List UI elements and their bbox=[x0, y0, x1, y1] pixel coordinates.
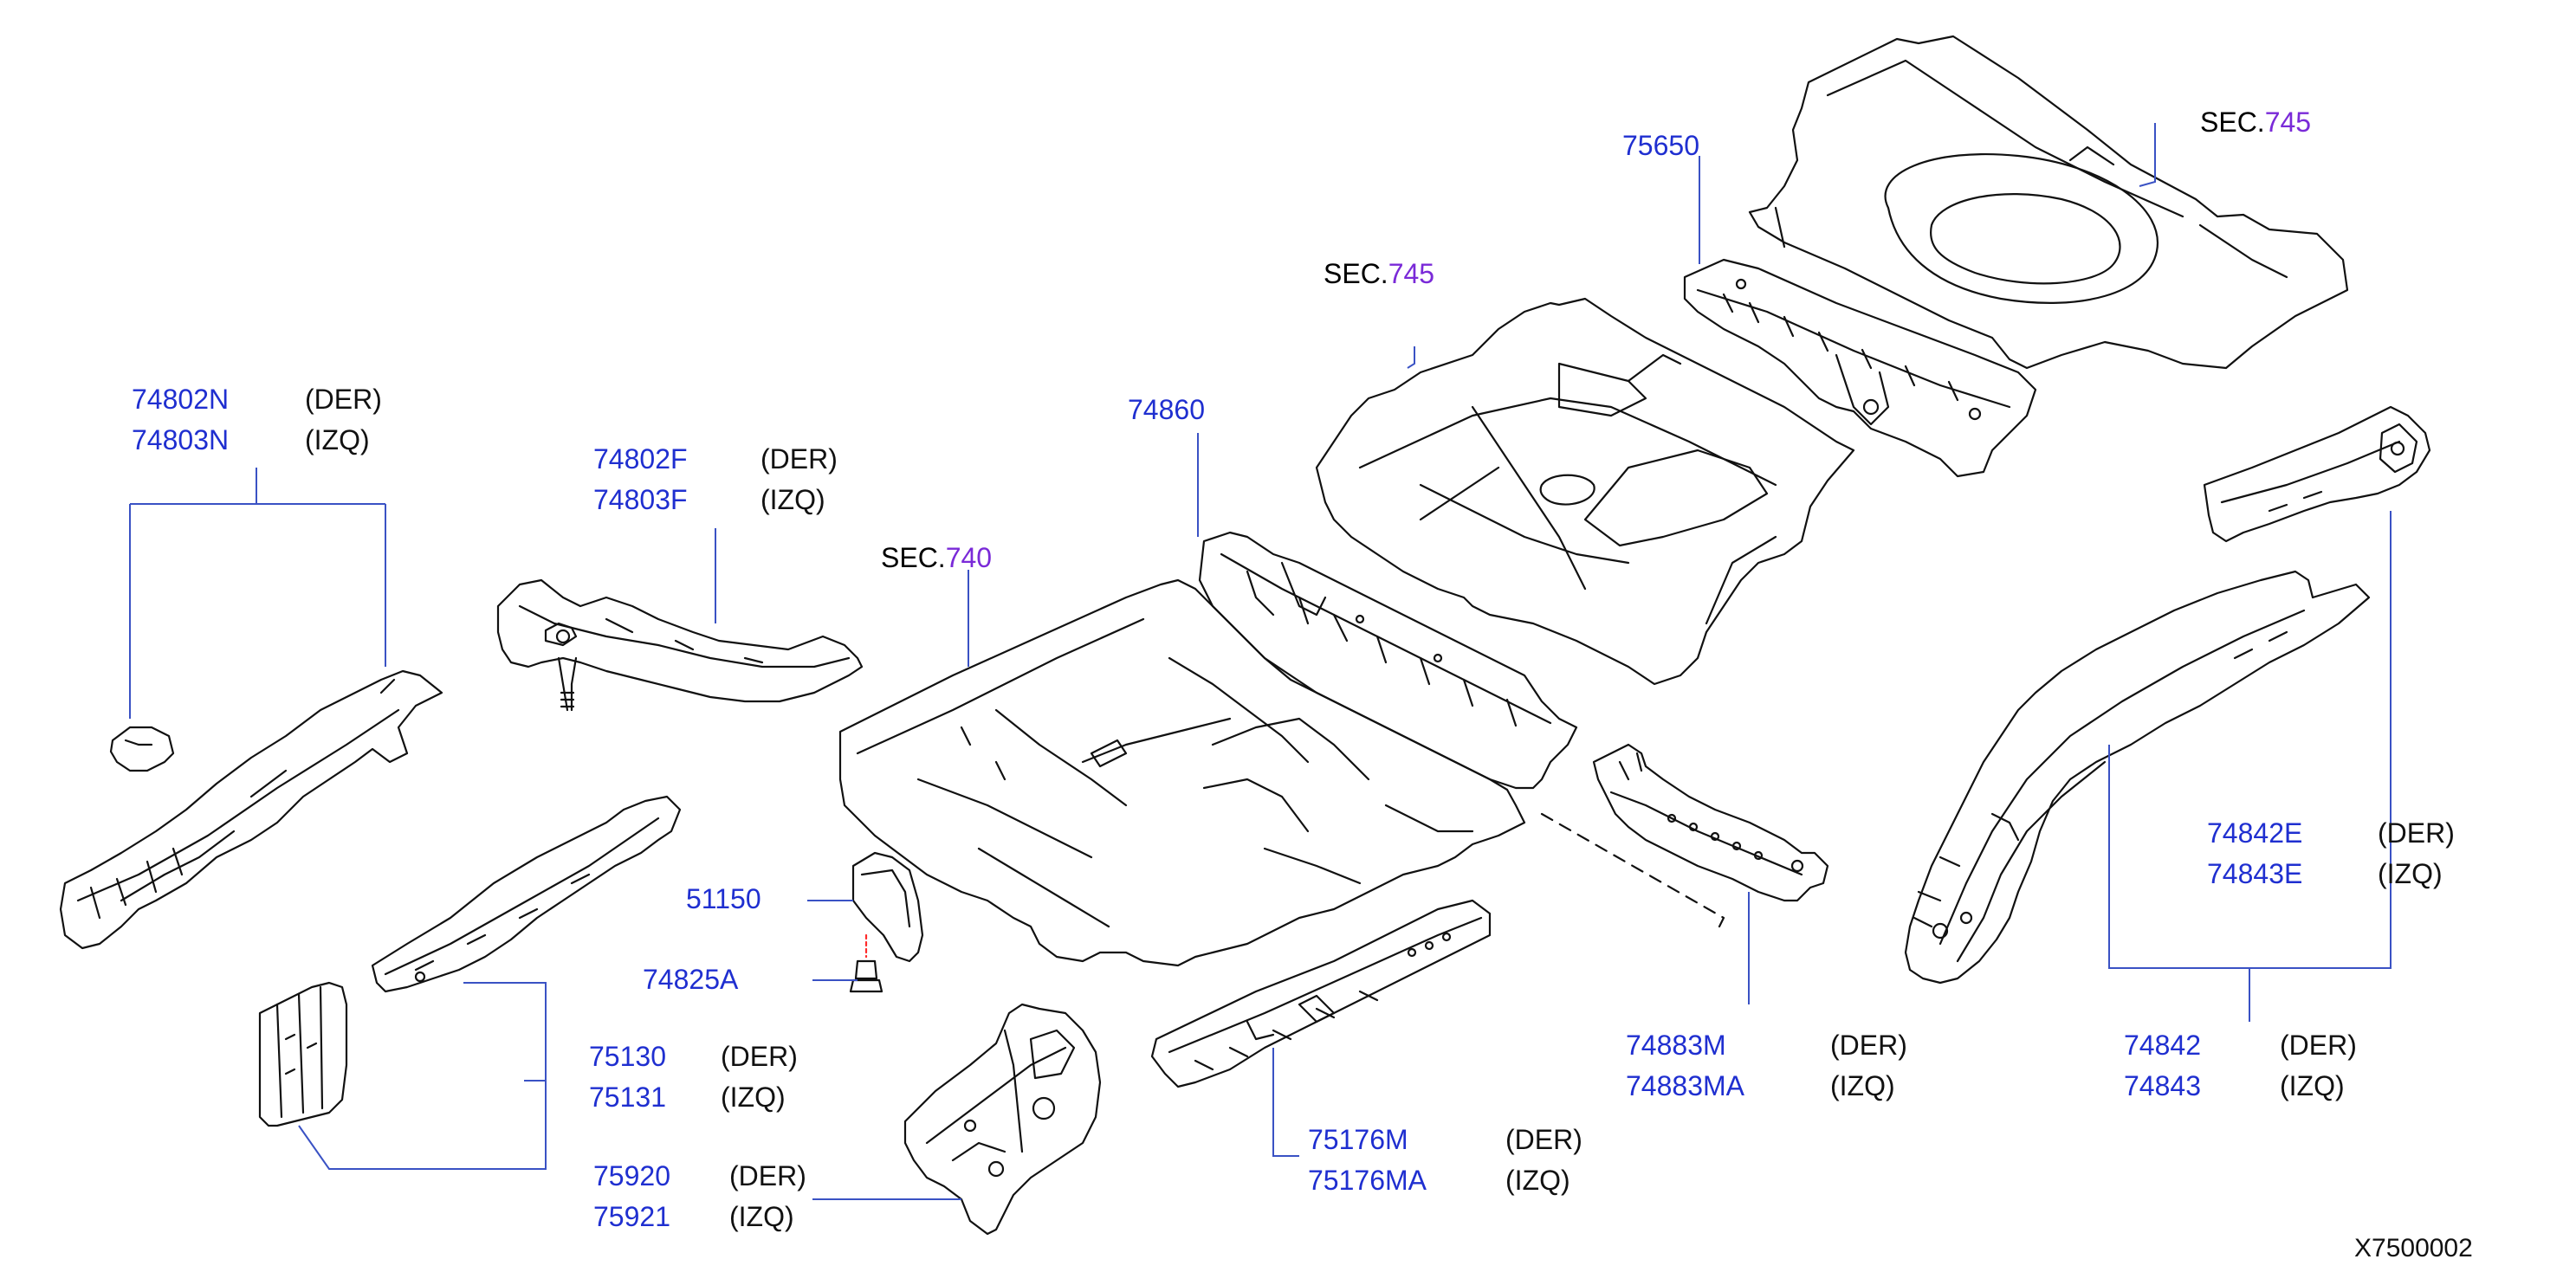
side-label: (DER) bbox=[761, 443, 838, 475]
part-number[interactable]: 74825A bbox=[643, 964, 739, 995]
side-label: (DER) bbox=[2378, 817, 2455, 849]
part-number[interactable]: 51150 bbox=[686, 883, 761, 914]
side-label: (IZQ) bbox=[2280, 1070, 2345, 1101]
part-number[interactable]: 74860 bbox=[1128, 394, 1205, 425]
part-number[interactable]: 74802N bbox=[132, 384, 230, 415]
bracket-and-bolt bbox=[849, 851, 924, 993]
part-number[interactable]: 74842E bbox=[2207, 817, 2303, 849]
side-label: (IZQ) bbox=[1505, 1165, 1570, 1196]
part-number[interactable]: 75130 bbox=[589, 1041, 666, 1072]
section-prefix: SEC. bbox=[881, 542, 946, 573]
side-label: (DER) bbox=[1830, 1030, 1907, 1061]
part-number[interactable]: 75921 bbox=[593, 1201, 670, 1232]
side-label: (DER) bbox=[721, 1041, 798, 1072]
side-label: (IZQ) bbox=[729, 1201, 794, 1232]
side-label: (DER) bbox=[729, 1160, 806, 1191]
rear-side-rail bbox=[1592, 743, 1829, 902]
floor-side-bracket bbox=[903, 1003, 1102, 1236]
part-number[interactable]: 75650 bbox=[1622, 130, 1699, 161]
side-label: (IZQ) bbox=[721, 1082, 786, 1113]
part-number[interactable]: 74842 bbox=[2124, 1030, 2201, 1061]
section-ref-front: SEC.740 bbox=[881, 542, 992, 573]
side-label: (DER) bbox=[2280, 1030, 2357, 1061]
part-number[interactable]: 74843 bbox=[2124, 1070, 2201, 1101]
part-number[interactable]: 74803F bbox=[593, 484, 688, 515]
part-number[interactable]: 75131 bbox=[589, 1082, 666, 1113]
section-prefix: SEC. bbox=[2200, 107, 2265, 138]
rear-cross-member bbox=[1683, 258, 2037, 478]
section-prefix: SEC. bbox=[1324, 258, 1388, 289]
side-label: (DER) bbox=[1505, 1124, 1582, 1155]
side-label: (DER) bbox=[305, 384, 382, 415]
part-number[interactable]: 74843E bbox=[2207, 858, 2303, 889]
front-cross-member bbox=[1198, 531, 1578, 790]
side-reinforcement bbox=[258, 795, 682, 1127]
part-number[interactable]: 74883M bbox=[1626, 1030, 1726, 1061]
rear-floor-panel bbox=[1748, 35, 2349, 370]
side-label: (IZQ) bbox=[761, 484, 825, 515]
front-floor-panel bbox=[838, 578, 1526, 967]
side-label: (IZQ) bbox=[305, 424, 370, 455]
leader-lines bbox=[129, 123, 2392, 1200]
side-label: (IZQ) bbox=[1830, 1070, 1895, 1101]
section-number: 745 bbox=[2264, 107, 2312, 138]
center-floor-panel bbox=[1315, 297, 1855, 686]
diagram-id: X7500002 bbox=[2354, 1234, 2473, 1262]
rear-frame-rail bbox=[1904, 570, 2371, 985]
part-number[interactable]: 74883MA bbox=[1626, 1070, 1744, 1101]
section-number: 740 bbox=[945, 542, 993, 573]
front-side-member-upper bbox=[496, 578, 864, 712]
part-number[interactable]: 75176MA bbox=[1308, 1165, 1427, 1196]
part-number[interactable]: 74803N bbox=[132, 424, 230, 455]
hidden-line bbox=[1540, 812, 1725, 928]
section-ref-center: SEC.745 bbox=[1324, 258, 1434, 289]
front-side-member-left bbox=[59, 669, 443, 950]
side-sill bbox=[1150, 899, 1492, 1088]
section-ref-rear: SEC.745 bbox=[2200, 107, 2311, 138]
part-number[interactable]: 74802F bbox=[593, 443, 688, 475]
part-number[interactable]: 75176M bbox=[1308, 1124, 1408, 1155]
side-label: (IZQ) bbox=[2378, 858, 2443, 889]
section-number: 745 bbox=[1388, 258, 1435, 289]
rear-frame-extension bbox=[2203, 405, 2431, 543]
part-number[interactable]: 75920 bbox=[593, 1160, 670, 1191]
